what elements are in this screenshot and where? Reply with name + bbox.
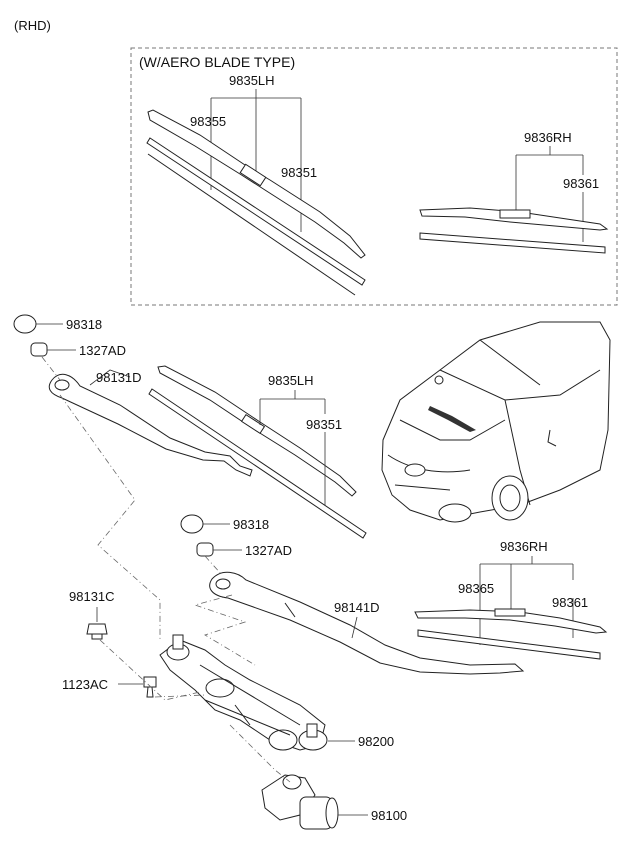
aero-lh-part-a-label: 98355 [190, 114, 226, 129]
blade-lh-assembly-label: 9835LH [268, 373, 314, 388]
aero-lh-assembly-label: 9835LH [229, 73, 275, 88]
nut-lower-label: 1327AD [245, 543, 292, 558]
aero-lh-part-b-label: 98351 [281, 165, 317, 180]
arm-lh-label: 98131D [96, 370, 142, 385]
blade-rh-assembly-label: 9836RH [500, 539, 548, 554]
bolt: 1123AC [62, 676, 157, 698]
cap-upper: 98318 [13, 314, 102, 334]
wiper-blade-lh: 9835LH 98351 [148, 365, 367, 539]
assembly-leader-lines [41, 356, 291, 783]
cap-upper-label: 98318 [66, 317, 102, 332]
cap-lower: 98318 [180, 514, 269, 534]
nut-upper-label: 1327AD [79, 343, 126, 358]
cap-lower-label: 98318 [233, 517, 269, 532]
car-illustration [381, 321, 611, 523]
pivot-cap-label: 98131C [69, 589, 115, 604]
aero-blade-box: (W/AERO BLADE TYPE) 9835LH 98355 98351 9… [130, 47, 618, 306]
bolt-label: 1123AC [62, 677, 108, 692]
variant-label: (RHD) [14, 18, 51, 33]
aero-lh-blade [146, 109, 366, 296]
wiper-motor: 98100 [261, 774, 407, 830]
motor-label: 98100 [371, 808, 407, 823]
aero-rh-blade [419, 207, 609, 254]
nut-lower: 1327AD [196, 542, 292, 558]
aero-box-title: (W/AERO BLADE TYPE) [139, 54, 295, 70]
wiper-linkage: 98200 [159, 634, 394, 751]
aero-rh-assembly-label: 9836RH [524, 130, 572, 145]
aero-rh-part-label: 98361 [563, 176, 599, 191]
pivot-cap: 98131C [69, 589, 115, 640]
nut-upper: 1327AD [30, 342, 126, 358]
wiper-blade-rh: 9836RH 98365 98361 [414, 539, 608, 660]
arm-rh-label: 98141D [334, 600, 380, 615]
blade-rh-part-b-label: 98361 [552, 595, 588, 610]
blade-lh-insert-label: 98351 [306, 417, 342, 432]
wiper-arm-lh: 98131D [48, 369, 253, 477]
wiper-arm-rh: 98141D [209, 571, 525, 675]
blade-rh-part-a-label: 98365 [458, 581, 494, 596]
linkage-label: 98200 [358, 734, 394, 749]
